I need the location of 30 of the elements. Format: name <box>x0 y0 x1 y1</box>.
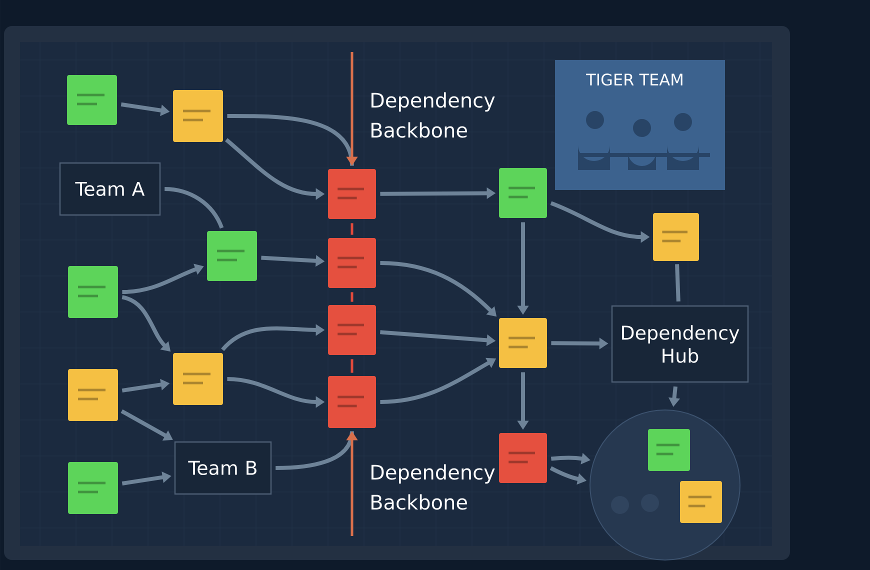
sticky-note <box>680 481 722 523</box>
team-box: Team B <box>174 441 272 495</box>
sticky-note <box>328 169 376 219</box>
sticky-note <box>648 429 690 471</box>
connector-line <box>675 264 680 302</box>
connector-line <box>164 187 224 229</box>
sticky-note <box>68 266 118 318</box>
sticky-note <box>499 168 547 218</box>
sticky-note <box>499 433 547 483</box>
backbone-label: Dependency Backbone <box>372 464 495 510</box>
tiger-team-panel: TIGER TEAM <box>555 60 725 190</box>
backbone-label: Dependency Backbone <box>372 92 495 138</box>
sticky-note <box>328 238 376 288</box>
team-box: Dependency Hub <box>611 305 749 383</box>
sticky-note <box>68 369 118 421</box>
sticky-note <box>67 75 117 125</box>
sticky-note <box>68 462 118 514</box>
sticky-note <box>173 90 223 142</box>
connector-line <box>227 114 354 166</box>
sticky-note <box>328 376 376 428</box>
sticky-note <box>207 231 257 281</box>
connector-line <box>276 430 354 470</box>
connector-line <box>350 359 354 373</box>
connector-line <box>350 292 354 302</box>
team-box: Team A <box>59 162 161 216</box>
sticky-note <box>653 213 699 261</box>
connector-line <box>350 223 354 235</box>
sticky-note <box>328 305 376 355</box>
sticky-note <box>499 318 547 368</box>
sticky-note <box>173 353 223 405</box>
